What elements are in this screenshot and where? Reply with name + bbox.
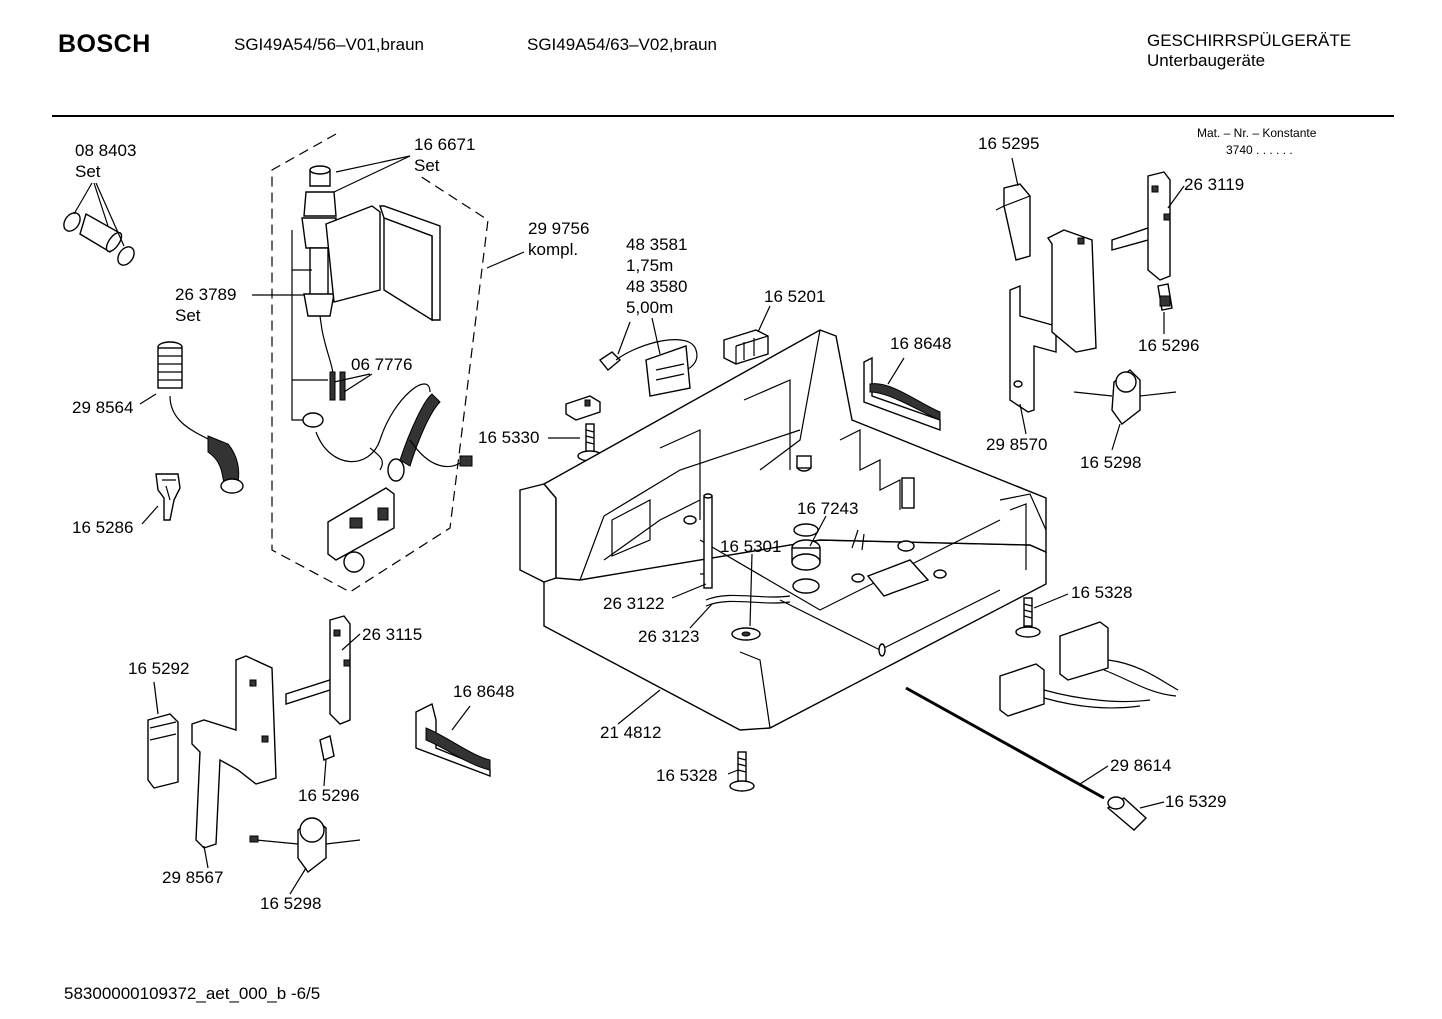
document-id: 58300000109372_aet_000_b -6/5 (64, 984, 321, 1003)
seal-ring-part (791, 523, 821, 594)
part-label: 16 5301 (720, 537, 782, 556)
constant-value: 3740 . . . . . . (1226, 143, 1293, 157)
part-label: 48 3580 (626, 277, 688, 296)
part-label: 48 3581 (626, 235, 688, 254)
aquastop-valve-part (291, 165, 441, 428)
part-note: 5,00m (626, 298, 674, 317)
model-number-2: SGI49A54/63–V02,braun (527, 35, 717, 54)
coiled-hose-part (315, 383, 473, 482)
part-label: 26 3122 (603, 594, 665, 613)
part-label: 16 5286 (72, 518, 134, 537)
hose-mount-plate-part (327, 487, 395, 573)
part-label: 29 8614 (1110, 756, 1172, 775)
drain-hose-part (157, 341, 244, 494)
left-bracket-part (147, 615, 361, 874)
part-label: 16 8648 (890, 334, 952, 353)
part-note: Set (175, 306, 201, 325)
part-note: Set (414, 156, 440, 175)
heater-spring-part (415, 702, 491, 778)
part-label: 16 5296 (1138, 336, 1200, 355)
part-label: 29 8564 (72, 398, 134, 417)
part-label: 16 7243 (797, 499, 859, 518)
model-number-1: SGI49A54/56–V01,braun (234, 35, 424, 54)
part-label: 29 8567 (162, 868, 224, 887)
appliance-category: GESCHIRRSPÜLGERÄTE (1147, 31, 1352, 50)
part-label: 29 8570 (986, 435, 1048, 454)
part-label: 16 8648 (453, 682, 515, 701)
clip-part (155, 473, 181, 521)
hose-clamp-set-part (63, 182, 135, 266)
base-tub-part (519, 329, 1047, 731)
part-label: 16 5330 (478, 428, 540, 447)
part-note: 1,75m (626, 256, 674, 275)
part-label: 16 5328 (1071, 583, 1133, 602)
appliance-subcategory: Unterbaugeräte (1147, 51, 1266, 70)
part-label: 26 3789 (175, 285, 237, 304)
connection-cable-part (598, 339, 698, 397)
part-label: 06 7776 (351, 355, 413, 374)
small-block-part (565, 395, 601, 421)
part-label: 16 5329 (1165, 792, 1227, 811)
leader-lines (139, 155, 1185, 895)
connector-block-part (723, 329, 769, 365)
part-label: 29 9756 (528, 219, 590, 238)
screw-part (729, 751, 755, 792)
part-label: 21 4812 (600, 723, 662, 742)
part-label: 26 3115 (362, 625, 423, 644)
brand-logo: BOSCH (58, 30, 151, 58)
header-divider (52, 115, 1394, 117)
part-label: 16 5201 (764, 287, 826, 306)
float-switch-part (705, 529, 915, 641)
part-label: 16 5298 (1080, 453, 1142, 472)
part-label: 16 5328 (656, 766, 718, 785)
right-bracket-part (995, 171, 1177, 426)
assembly-boundary (271, 133, 489, 593)
end-cap-part (1106, 796, 1148, 831)
part-label: 16 6671 (414, 135, 476, 154)
part-label: 16 5298 (260, 894, 322, 913)
part-label: 26 3123 (638, 627, 700, 646)
part-label: 26 3119 (1184, 175, 1245, 194)
heater-spring-part (863, 356, 941, 432)
long-rod-part (905, 686, 1105, 800)
wiring-harness-part (999, 621, 1179, 717)
part-note: kompl. (528, 240, 579, 259)
part-label: 16 5295 (978, 134, 1040, 153)
screw-part (1015, 597, 1041, 638)
rod-part (703, 493, 713, 589)
constant-title: Mat. – Nr. – Konstante (1197, 126, 1317, 140)
part-label: 08 8403 (75, 141, 137, 160)
part-note: Set (75, 162, 101, 181)
part-label: 16 5292 (128, 659, 190, 678)
part-label: 16 5296 (298, 786, 360, 805)
